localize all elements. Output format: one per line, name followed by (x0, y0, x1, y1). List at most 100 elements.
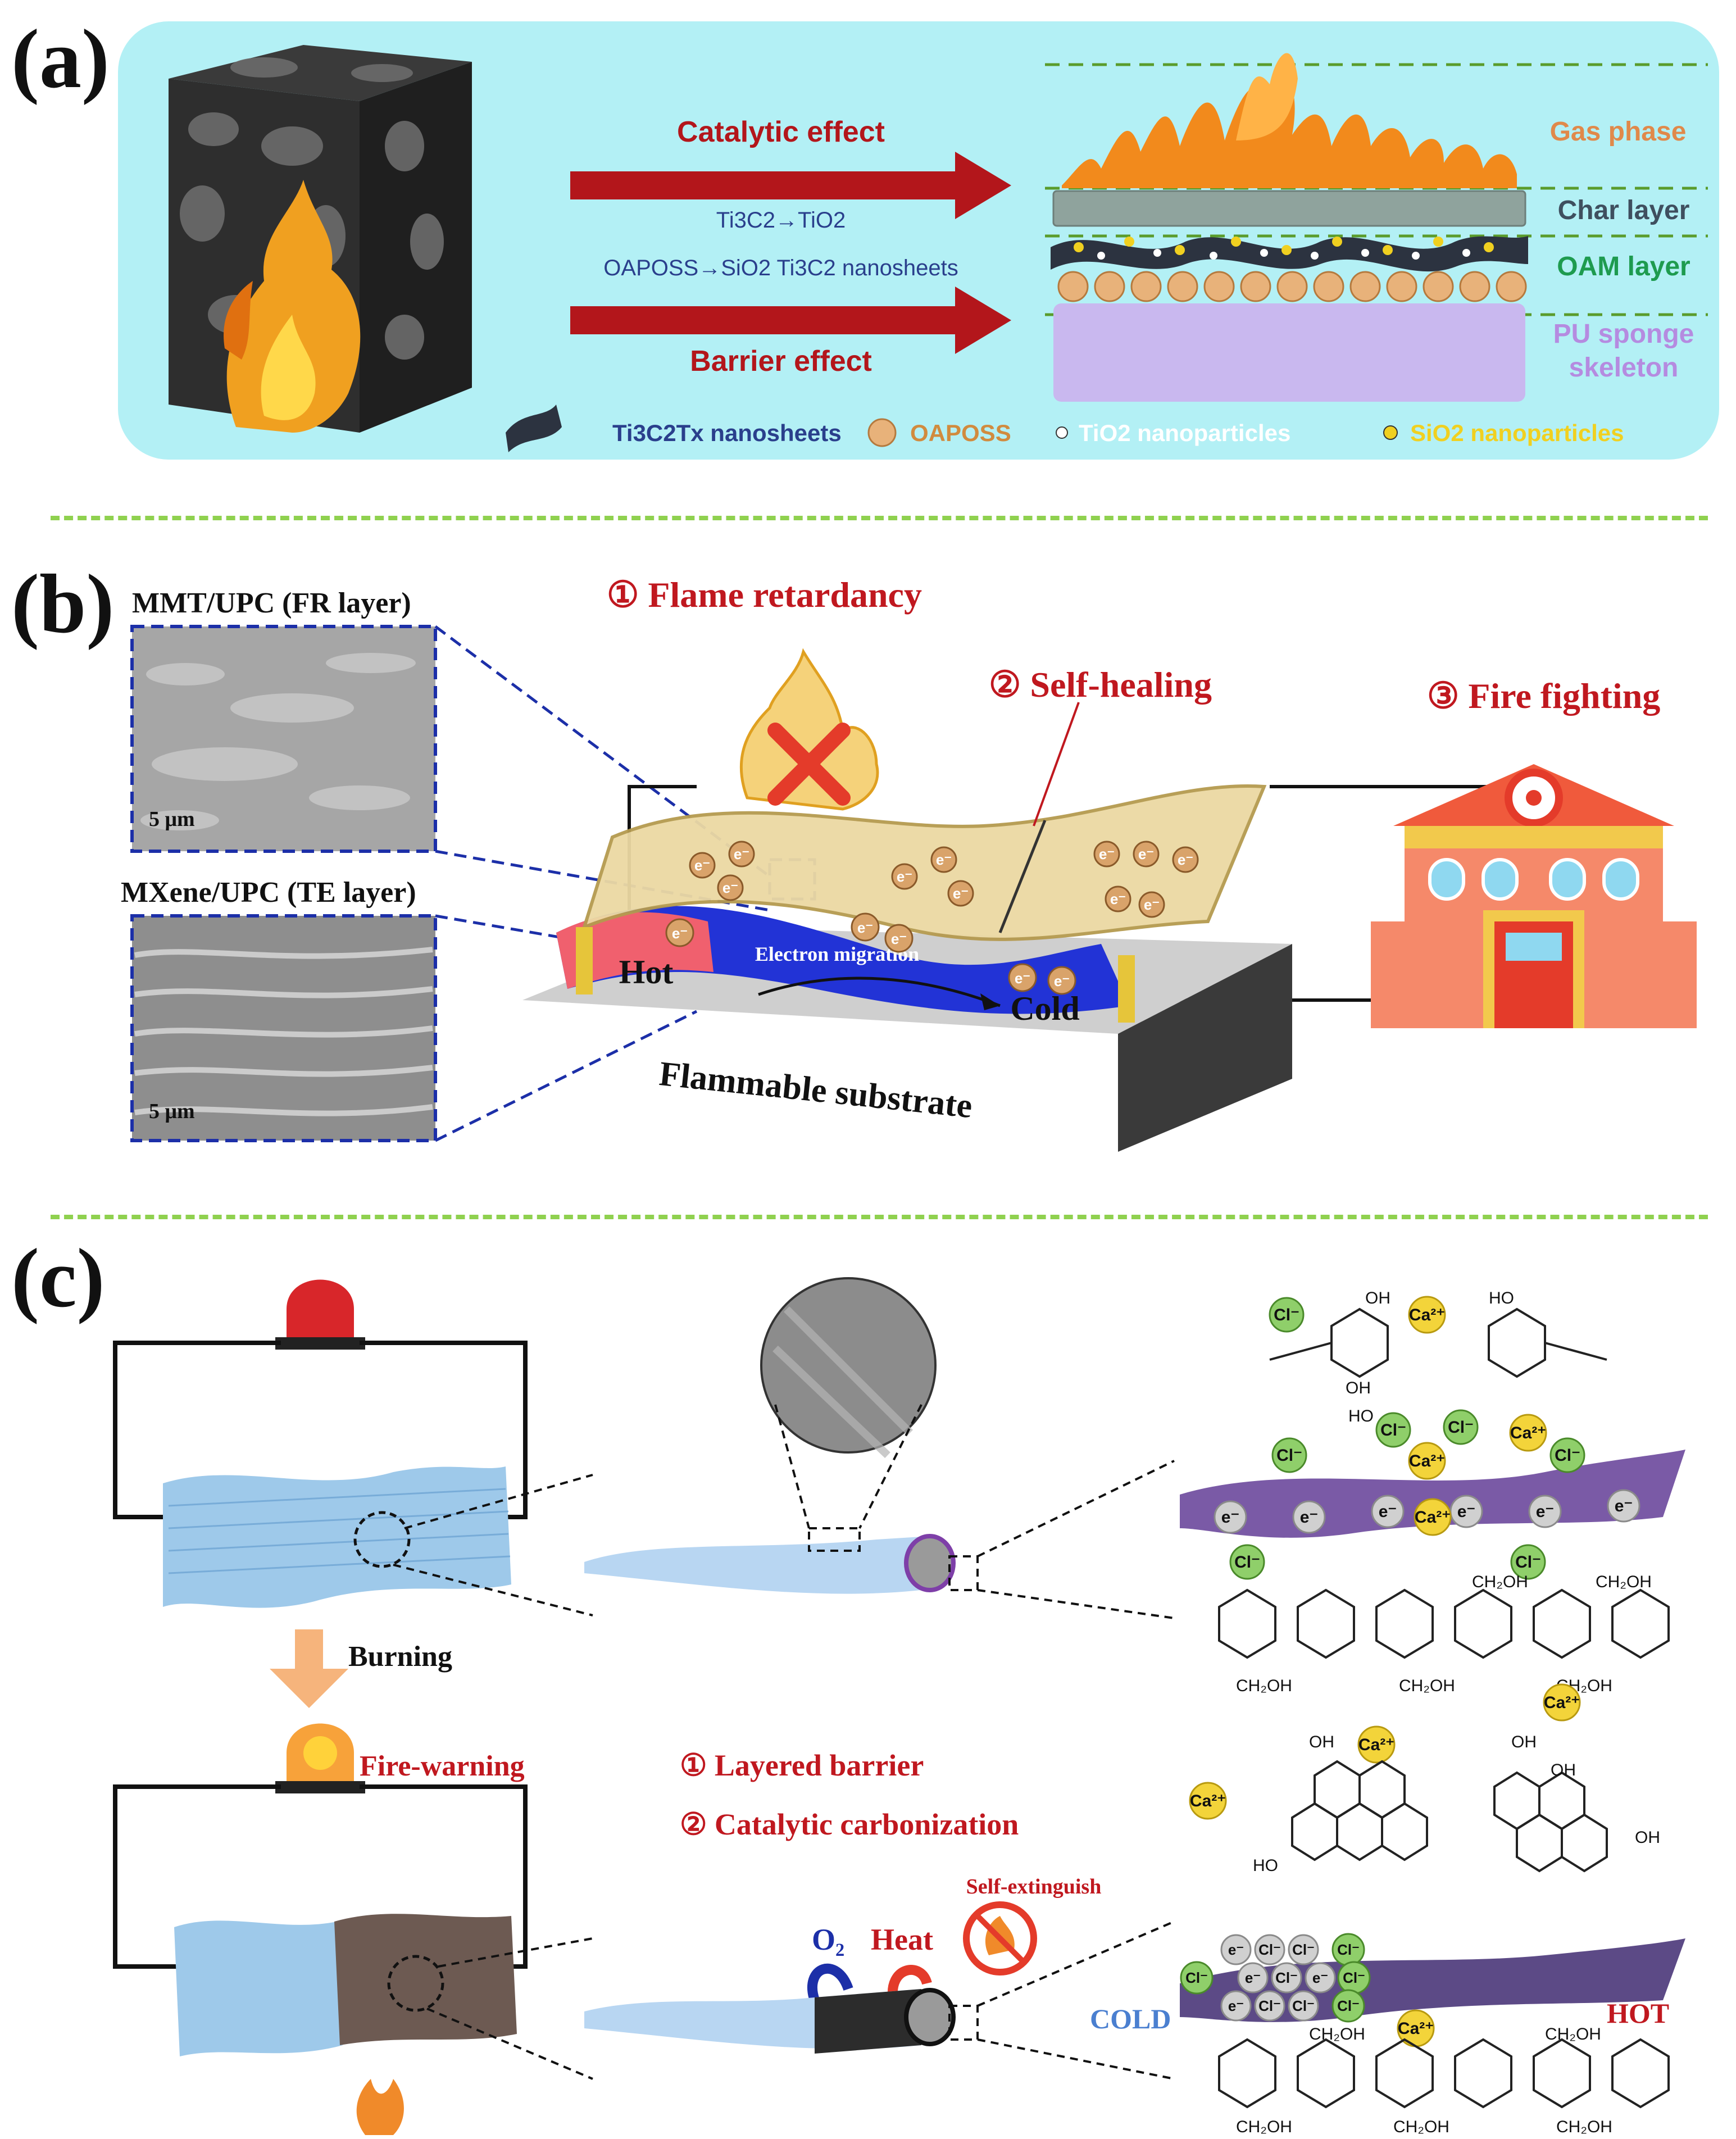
svg-text:e⁻: e⁻ (953, 885, 969, 902)
legend-ti-icon (506, 405, 562, 452)
svg-text:Ca²⁺: Ca²⁺ (1510, 1424, 1546, 1442)
heat-arrow (887, 1965, 932, 2001)
svg-text:e⁻: e⁻ (1245, 1969, 1261, 1986)
blocked-flame (740, 648, 879, 811)
bottom-electron-cluster (1220, 1934, 1336, 2022)
legend-sio2-icon (1383, 425, 1398, 440)
sem-top-scale: 5 μm (149, 807, 195, 831)
svg-text:CH₂OH: CH₂OH (1596, 1573, 1652, 1591)
svg-text:Ca²⁺: Ca²⁺ (1190, 1792, 1226, 1810)
top-ca-ions (1408, 1296, 1547, 1536)
self-extinguish-label: Self-extinguish (966, 1875, 1102, 1899)
svg-text:Ca²⁺: Ca²⁺ (1409, 1452, 1445, 1470)
fire-warning-label: Fire-warning (360, 1750, 525, 1782)
oam-layer (1051, 236, 1528, 272)
svg-text:e⁻: e⁻ (1099, 846, 1115, 862)
char-layer-label: Char layer (1558, 196, 1690, 225)
svg-text:e⁻: e⁻ (1536, 1502, 1555, 1521)
svg-text:e⁻: e⁻ (1615, 1497, 1633, 1515)
top-electrons (1214, 1489, 1640, 1534)
svg-text:HO: HO (1253, 1856, 1278, 1875)
svg-text:Cl⁻: Cl⁻ (1258, 1997, 1281, 2014)
svg-text:Cl⁻: Cl⁻ (1292, 1941, 1315, 1958)
hot-label: Hot (619, 953, 674, 991)
svg-text:Ca²⁺: Ca²⁺ (1358, 1736, 1394, 1754)
legend-oaposs-text: OAPOSS (910, 420, 1011, 446)
top-alarm-icon (275, 1279, 365, 1350)
top-circuit-wire (113, 1341, 281, 1519)
sem-bottom-scale: 5 μm (149, 1100, 195, 1123)
svg-text:OH: OH (1365, 1289, 1390, 1307)
svg-text:CH₂OH: CH₂OH (1545, 2025, 1601, 2043)
svg-text:CH₂OH: CH₂OH (1556, 2118, 1612, 2136)
svg-text:Cl⁻: Cl⁻ (1380, 1421, 1406, 1439)
cube-top (169, 45, 472, 101)
svg-text:e⁻: e⁻ (672, 925, 688, 942)
heat-label: Heat (871, 1923, 933, 1956)
bottom-fabric-clean (174, 1920, 343, 2056)
svg-text:HO: HO (1348, 1407, 1374, 1425)
burning-arrow (270, 1629, 348, 1708)
sem-top-texture (140, 653, 416, 830)
svg-text:Ca²⁺: Ca²⁺ (1415, 1508, 1451, 1527)
svg-text:e⁻: e⁻ (1228, 1997, 1244, 2014)
cube-flame (224, 180, 361, 433)
svg-text:Ca²⁺: Ca²⁺ (1544, 1693, 1580, 1712)
svg-text:e⁻: e⁻ (1054, 973, 1070, 989)
panel-c-label: (c) (11, 1232, 105, 1325)
oaposs-row (1057, 271, 1527, 302)
electrons (665, 841, 1199, 995)
svg-text:e⁻: e⁻ (1457, 1502, 1476, 1521)
svg-text:e⁻: e⁻ (1228, 1941, 1244, 1958)
bottom-circuit-wire (113, 1784, 281, 1969)
svg-text:Cl⁻: Cl⁻ (1448, 1418, 1474, 1437)
self-healing-label: ② Self-healing (989, 665, 1212, 705)
sem-bottom-title: MXene/UPC (TE layer) (121, 877, 416, 909)
svg-text:Cl⁻: Cl⁻ (1515, 1553, 1541, 1572)
bottom-fabric-burnt (334, 1914, 517, 2045)
svg-text:e⁻: e⁻ (1144, 896, 1160, 913)
bottom-flame (356, 2079, 404, 2135)
reaction-oaposs-text: OAPOSS→SiO2 Ti3C2 nanosheets (603, 256, 958, 280)
svg-text:e⁻: e⁻ (897, 868, 912, 885)
catalytic-effect-text: Catalytic effect (677, 116, 885, 148)
svg-text:e⁻: e⁻ (936, 851, 952, 868)
svg-text:e⁻: e⁻ (1221, 1508, 1240, 1527)
svg-text:CH₂OH: CH₂OH (1236, 2118, 1292, 2136)
carbon-structure (1218, 1760, 1670, 2109)
layered-barrier-label: ① Layered barrier (680, 1749, 924, 1782)
svg-text:OH: OH (1346, 1379, 1371, 1397)
cold-label: Cold (1010, 990, 1079, 1027)
fire-fighting-label: ③ Fire fighting (1427, 676, 1660, 716)
o2-label: O₂ (812, 1923, 844, 1956)
svg-text:Ca²⁺: Ca²⁺ (1398, 2019, 1434, 2038)
sem-top-title: MMT/UPC (FR layer) (132, 587, 411, 619)
legend-oaposs-icon (867, 418, 897, 447)
svg-text:e⁻: e⁻ (891, 930, 907, 947)
gas-phase-label: Gas phase (1550, 117, 1687, 147)
gas-flames (1062, 53, 1517, 188)
divider-2 (51, 1215, 1708, 1219)
char-layer (1052, 190, 1526, 227)
svg-text:Cl⁻: Cl⁻ (1337, 1941, 1360, 1958)
reaction-ti3c2-text: Ti3C2→TiO2 (716, 208, 846, 233)
top-organic-structure (1218, 1307, 1670, 1659)
svg-text:e⁻: e⁻ (694, 857, 710, 874)
hot-text: HOT (1607, 1997, 1669, 2029)
sem-zoom-circle (760, 1277, 937, 1454)
svg-text:Cl⁻: Cl⁻ (1185, 1969, 1208, 1986)
catalytic-carbonization-label: ② Catalytic carbonization (680, 1808, 1019, 1841)
svg-text:e⁻: e⁻ (1110, 891, 1126, 907)
fr-layer (581, 784, 1267, 941)
svg-text:Cl⁻: Cl⁻ (1274, 1306, 1299, 1324)
legend: Ti3C2Tx nanosheets OAPOSS TiO2 nanoparti… (506, 405, 1624, 452)
svg-text:e⁻: e⁻ (1015, 970, 1030, 987)
o2-arrow (807, 1963, 853, 2002)
fire-station-icon (1371, 764, 1697, 1028)
svg-text:Cl⁻: Cl⁻ (1276, 1446, 1302, 1465)
substrate-front (1118, 944, 1292, 1152)
panel-a-label: (a) (11, 12, 110, 106)
svg-text:Cl⁻: Cl⁻ (1292, 1997, 1315, 2014)
legend-tio2-text: TiO2 nanoparticles (1079, 420, 1290, 446)
